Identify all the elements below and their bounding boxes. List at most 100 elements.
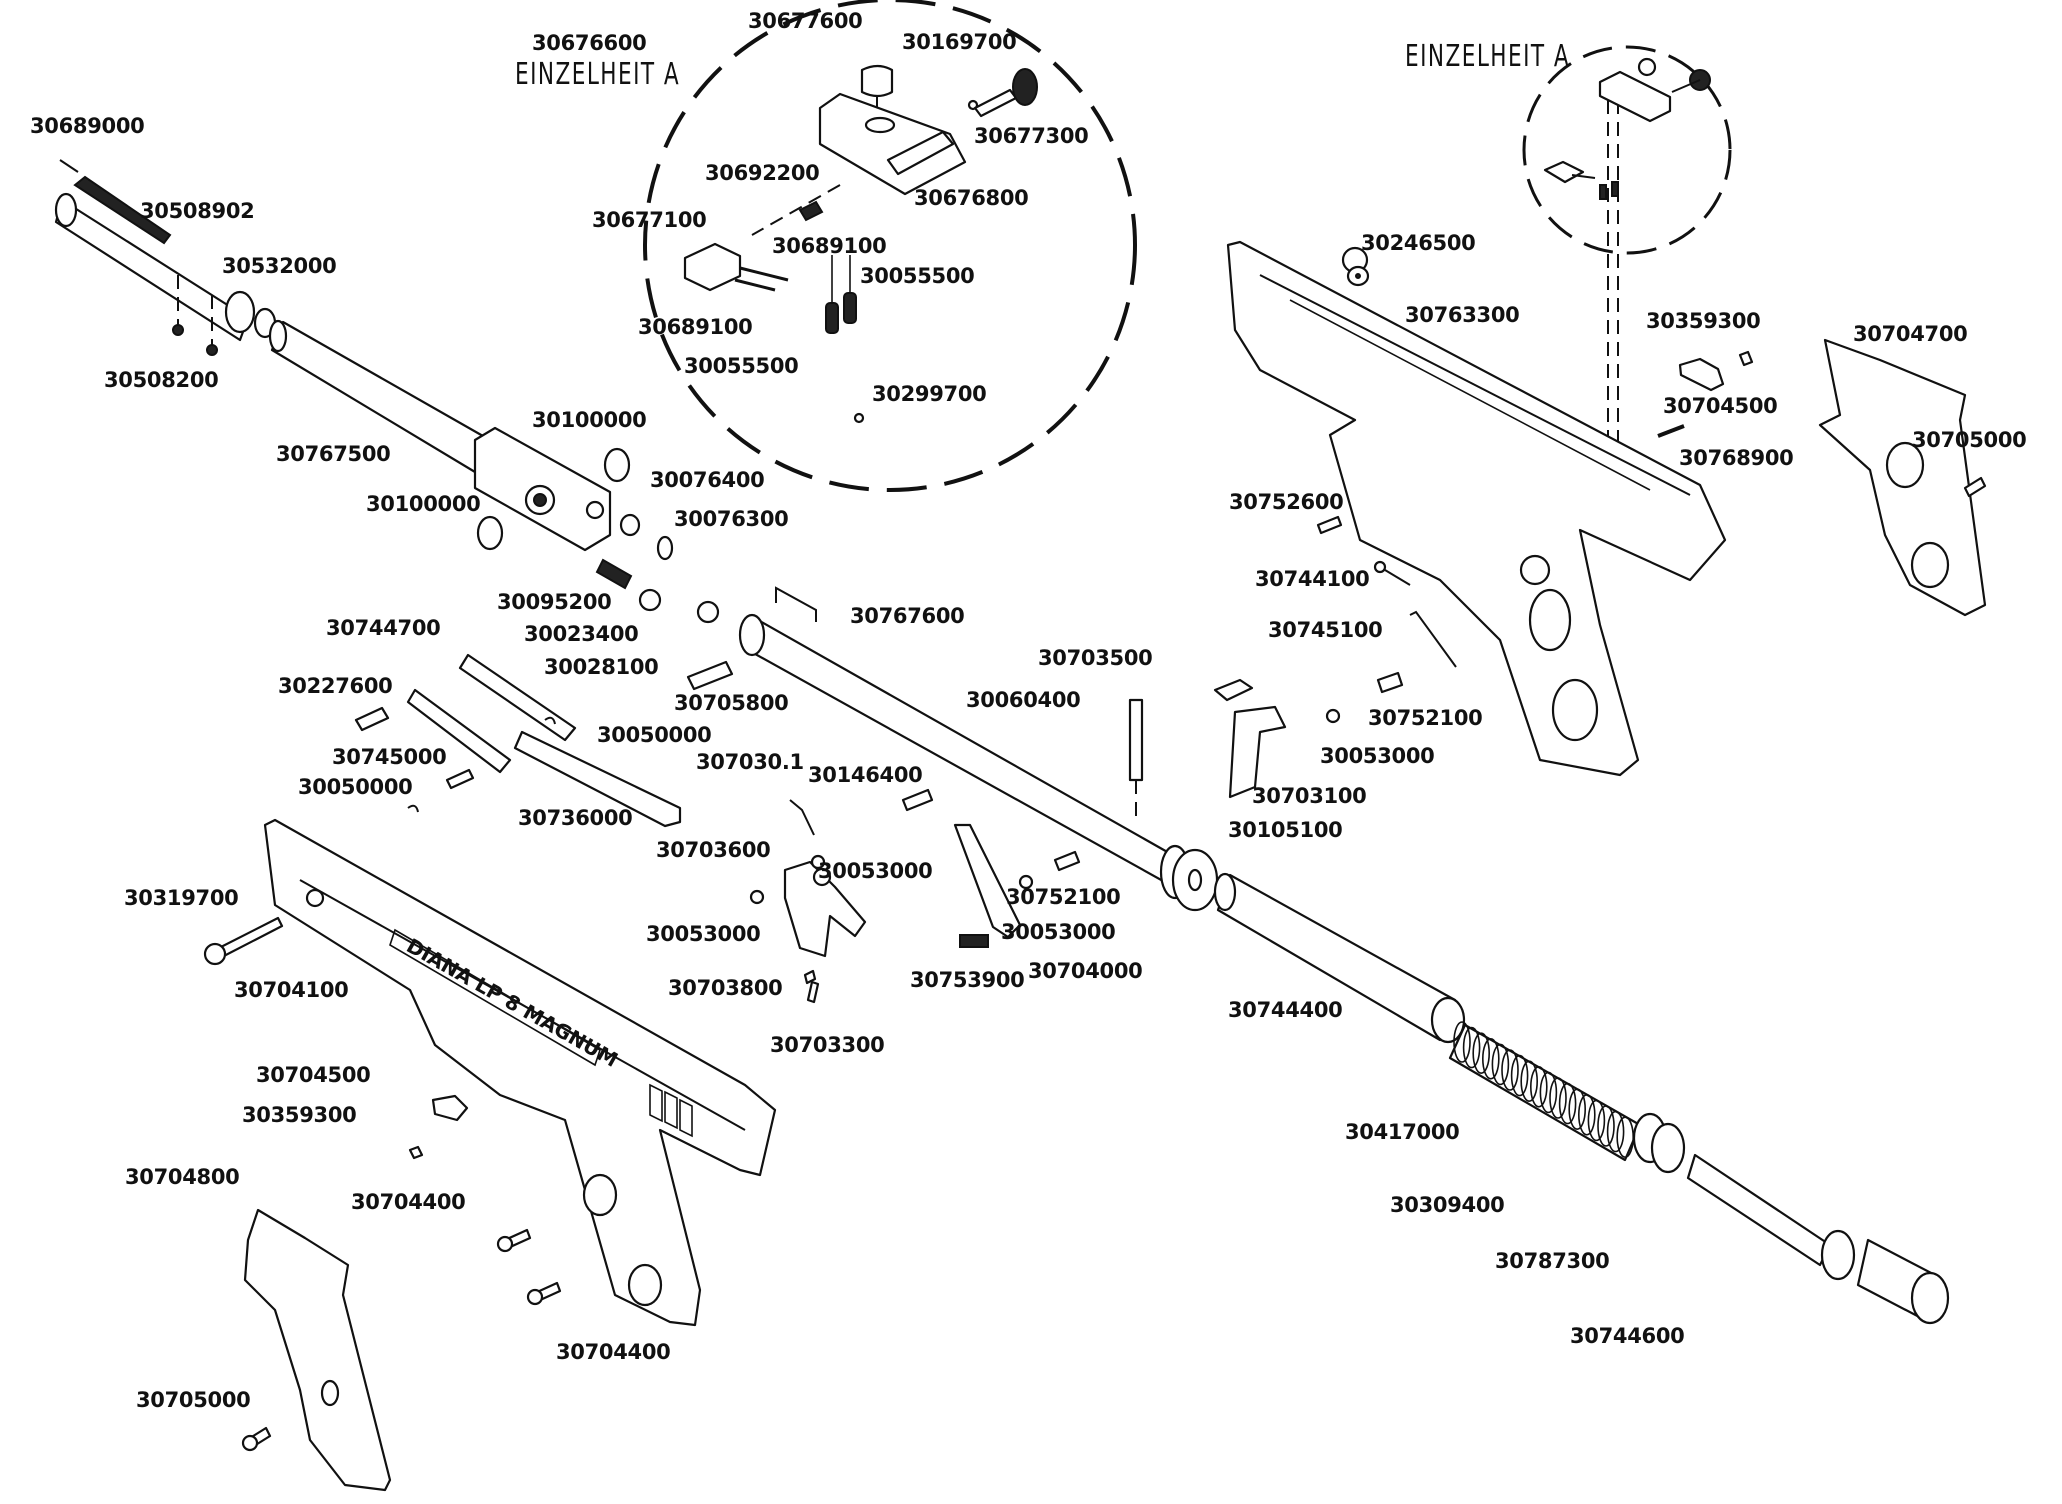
- part-label: 30704100: [234, 978, 349, 1002]
- part-label: 30060400: [966, 688, 1081, 712]
- spring-coil: [1453, 1021, 1471, 1063]
- spring-coil: [1472, 1032, 1490, 1074]
- part-label: 30095200: [497, 590, 612, 614]
- part-muzzle-30508902: [54, 159, 256, 356]
- part-label: 30227600: [278, 674, 393, 698]
- part-safety-30704500-left: [408, 1094, 469, 1160]
- spring-coil: [1501, 1049, 1519, 1091]
- part-label: 30359300: [242, 1103, 357, 1127]
- part-label: 30689000: [30, 114, 145, 138]
- part-label: 30705800: [674, 691, 789, 715]
- part-label: 30736000: [518, 806, 633, 830]
- part-label: 30246500: [1361, 231, 1476, 255]
- part-label: 30703600: [656, 838, 771, 862]
- part-label: 30677100: [592, 208, 707, 232]
- part-label: 30050000: [597, 723, 712, 747]
- part-label: 30753900: [910, 968, 1025, 992]
- spring-coil: [1520, 1060, 1538, 1102]
- spring-coil: [1510, 1054, 1529, 1097]
- part-label: 30704000: [1028, 959, 1143, 983]
- part-pin-30768900: [1657, 424, 1685, 438]
- part-label: 30023400: [524, 622, 639, 646]
- part-frame-left-30704100: DIANA LP 8 MAGNUM: [263, 818, 777, 1327]
- part-label: 30744700: [326, 616, 441, 640]
- part-label: 30763300: [1405, 303, 1520, 327]
- part-label: 30146400: [808, 763, 923, 787]
- part-guide-30787300: [1686, 1153, 1856, 1281]
- part-sear-30703500: [1213, 678, 1287, 799]
- spring-coil: [1530, 1066, 1548, 1108]
- part-label: 30767500: [276, 442, 391, 466]
- part-label: 30768900: [1679, 446, 1794, 470]
- spring-coil: [1587, 1099, 1606, 1142]
- part-label: 30076400: [650, 468, 765, 492]
- part-label: 30703500: [1038, 646, 1153, 670]
- part-breech-block: [473, 426, 612, 552]
- part-label: 30508200: [104, 368, 219, 392]
- part-washers-30309400: [1632, 1112, 1686, 1174]
- part-label: 30319700: [124, 886, 239, 910]
- part-label: 30745100: [1268, 618, 1383, 642]
- part-label: 30053000: [818, 859, 933, 883]
- part-piston-30744400: [1213, 872, 1466, 1044]
- part-grip-left-30704800: [243, 1208, 392, 1492]
- part-label: 30767600: [850, 604, 965, 628]
- part-label: 30704800: [125, 1165, 240, 1189]
- spring-coil: [1462, 1026, 1481, 1069]
- part-label: 30744400: [1228, 998, 1343, 1022]
- spring-coil: [1539, 1071, 1558, 1114]
- part-screw-30705000-right: [1963, 476, 1987, 498]
- part-label: 30169700: [902, 30, 1017, 54]
- part-label: 30076300: [674, 507, 789, 531]
- spring-coil: [1597, 1105, 1615, 1147]
- part-label: 30417000: [1345, 1120, 1460, 1144]
- part-label: 30689100: [638, 315, 753, 339]
- part-screw-30319700: [203, 916, 284, 966]
- spring-coil: [1606, 1110, 1625, 1153]
- part-label: 30744600: [1570, 1324, 1685, 1348]
- part-label: 30744100: [1255, 567, 1370, 591]
- part-label: 30704500: [256, 1063, 371, 1087]
- part-label: 30050000: [298, 775, 413, 799]
- detail-a-large-parts: [683, 64, 1038, 424]
- part-label: 30704400: [556, 1340, 671, 1364]
- spring-coil: [1549, 1077, 1567, 1119]
- part-screws-30704400: [496, 1228, 562, 1306]
- spring-coil: [1568, 1088, 1586, 1130]
- part-label: 30745000: [332, 745, 447, 769]
- part-label: 30100000: [366, 492, 481, 516]
- part-screw-30705000-left: [241, 1426, 272, 1452]
- part-spring-30417000: [1448, 1021, 1642, 1162]
- part-label: 30704500: [1663, 394, 1778, 418]
- part-barrel-30767500: [268, 319, 492, 474]
- part-seals: [476, 447, 720, 624]
- part-compression-tube-30767600: [738, 586, 1191, 900]
- part-label: 30100000: [532, 408, 647, 432]
- part-label: 30028100: [544, 655, 659, 679]
- part-label: 30752100: [1006, 885, 1121, 909]
- part-pin-30705800: [686, 660, 734, 691]
- part-label: 30508902: [140, 199, 255, 223]
- part-label: 30705000: [1912, 428, 2027, 452]
- part-grip-right-30704700: [1818, 338, 1987, 617]
- spring-coil: [1578, 1094, 1596, 1136]
- part-label: 30053000: [646, 922, 761, 946]
- part-label: 30359300: [1646, 309, 1761, 333]
- part-label: 30677600: [748, 9, 863, 33]
- part-label: 30787300: [1495, 1249, 1610, 1273]
- spring-coil: [1491, 1043, 1510, 1086]
- part-label: 30703300: [770, 1033, 885, 1057]
- part-label: 30692200: [705, 161, 820, 185]
- detail-a-large-circle: [643, 0, 1137, 492]
- part-frame-right-30763300: [1226, 240, 1727, 777]
- part-label: 30676600: [532, 31, 647, 55]
- part-label: 30704400: [351, 1190, 466, 1214]
- part-label: 30055500: [684, 354, 799, 378]
- part-label: 30532000: [222, 254, 337, 278]
- part-endcap-30744600: [1856, 1238, 1950, 1325]
- part-label: 30053000: [1320, 744, 1435, 768]
- part-loose-pins-right: [1316, 515, 1457, 724]
- detail-a-small-circle: [1522, 45, 1732, 470]
- part-trigger-assembly: [749, 788, 1081, 1004]
